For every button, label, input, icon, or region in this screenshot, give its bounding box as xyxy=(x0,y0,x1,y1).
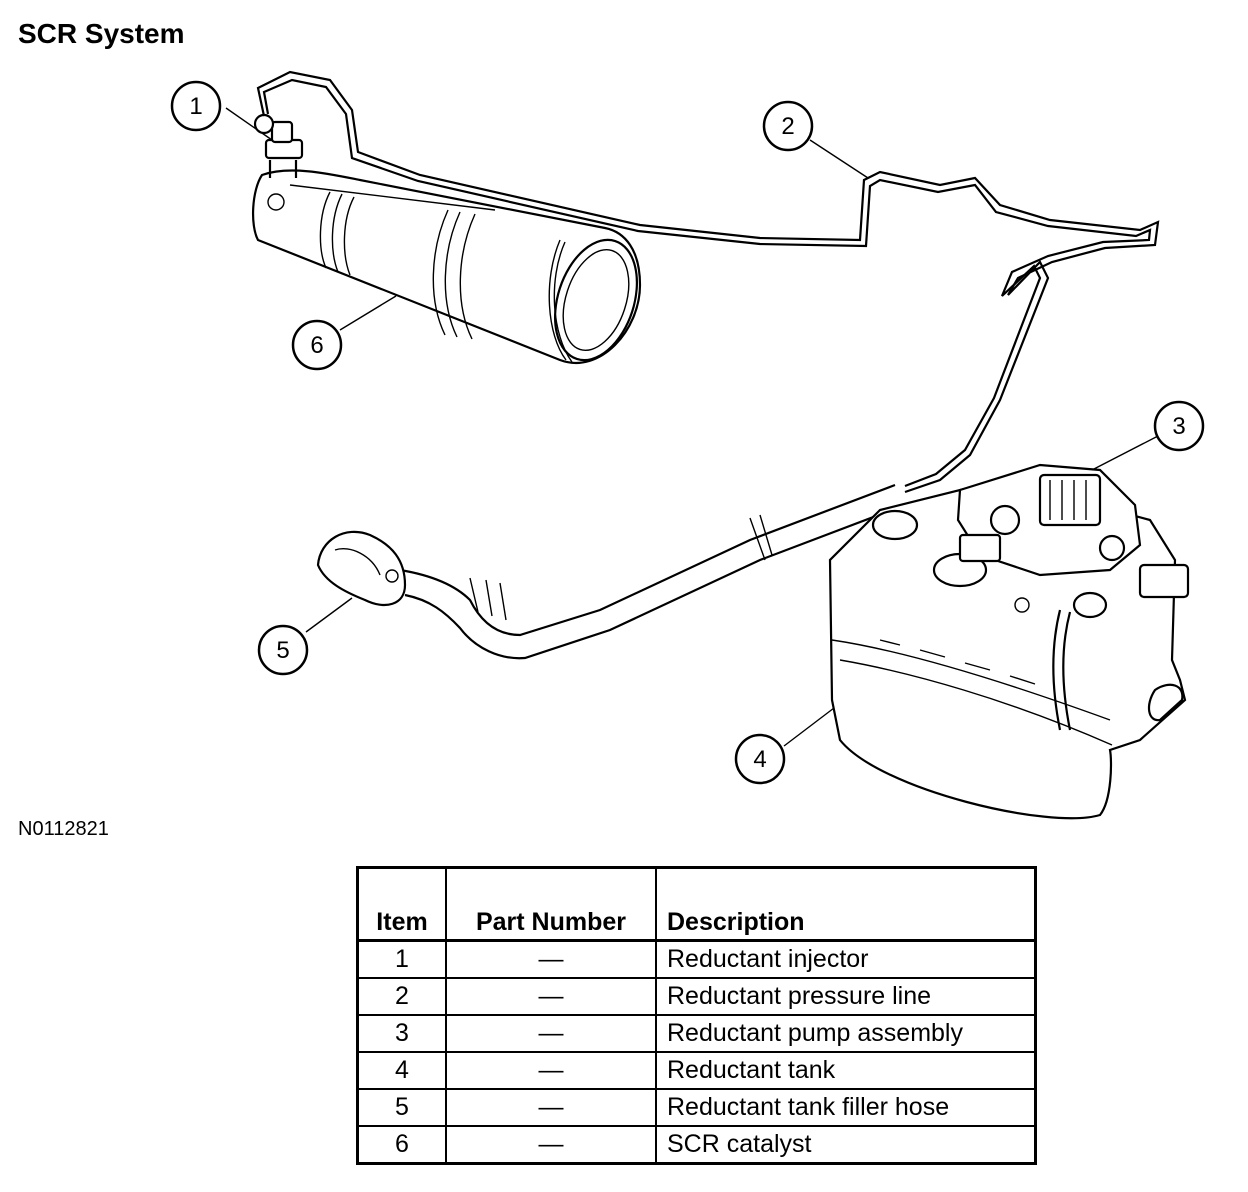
svg-text:3: 3 xyxy=(1172,413,1185,440)
callout-leader-4 xyxy=(783,707,835,747)
callout-leader-2 xyxy=(809,139,869,179)
row-description: Reductant pressure line xyxy=(655,977,1037,1016)
svg-text:1: 1 xyxy=(189,93,202,120)
callout-5: 5 xyxy=(257,624,309,676)
svg-text:4: 4 xyxy=(753,746,766,773)
row-item: 1 xyxy=(356,939,447,979)
row-item: 2 xyxy=(356,977,447,1016)
table-row: 6 — SCR catalyst xyxy=(356,1125,1037,1165)
table-row: 1 — Reductant injector xyxy=(356,939,1037,979)
callout-4: 4 xyxy=(734,733,786,785)
row-description: Reductant injector xyxy=(655,939,1037,979)
row-part-number: — xyxy=(445,1051,657,1090)
reductant-pressure-line xyxy=(256,70,1160,494)
callout-2: 2 xyxy=(762,100,814,152)
header-description: Description xyxy=(655,866,1037,942)
row-part-number: — xyxy=(445,939,657,979)
row-item: 3 xyxy=(356,1014,447,1053)
row-description: Reductant tank filler hose xyxy=(655,1088,1037,1127)
callout-1: 1 xyxy=(170,80,222,132)
reductant-pump-assembly-illustration xyxy=(956,463,1190,599)
svg-text:5: 5 xyxy=(276,637,289,664)
scr-system-diagram: 1 2 3 4 5 6 xyxy=(170,70,1205,820)
scr-catalyst-illustration xyxy=(251,169,642,364)
row-part-number: — xyxy=(445,1125,657,1165)
table-header-row: Item Part Number Description xyxy=(356,866,1037,942)
callout-leader-5 xyxy=(305,597,353,633)
callout-leader-3 xyxy=(1091,435,1159,471)
header-item: Item xyxy=(356,866,447,942)
row-item: 4 xyxy=(356,1051,447,1090)
row-item: 6 xyxy=(356,1125,447,1165)
row-description: Reductant tank xyxy=(655,1051,1037,1090)
row-part-number: — xyxy=(445,1088,657,1127)
table-row: 3 — Reductant pump assembly xyxy=(356,1014,1037,1053)
svg-text:6: 6 xyxy=(310,332,323,359)
callout-leader-1 xyxy=(225,107,273,141)
figure-id: N0112821 xyxy=(18,818,109,840)
parts-table: Item Part Number Description 1 — Reducta… xyxy=(356,866,1037,1165)
row-part-number: — xyxy=(445,977,657,1016)
callout-leader-6 xyxy=(339,295,397,331)
table-row: 4 — Reductant tank xyxy=(356,1051,1037,1090)
callout-3: 3 xyxy=(1153,400,1205,452)
callout-6: 6 xyxy=(291,319,343,371)
page-title: SCR System xyxy=(18,18,185,49)
reductant-injector-illustration xyxy=(253,113,304,178)
row-description: Reductant pump assembly xyxy=(655,1014,1037,1053)
row-description: SCR catalyst xyxy=(655,1125,1037,1165)
header-part-number: Part Number xyxy=(445,866,657,942)
reductant-tank-filler-hose xyxy=(316,483,906,660)
table-row: 2 — Reductant pressure line xyxy=(356,977,1037,1016)
svg-text:2: 2 xyxy=(781,113,794,140)
table-row: 5 — Reductant tank filler hose xyxy=(356,1088,1037,1127)
row-part-number: — xyxy=(445,1014,657,1053)
row-item: 5 xyxy=(356,1088,447,1127)
